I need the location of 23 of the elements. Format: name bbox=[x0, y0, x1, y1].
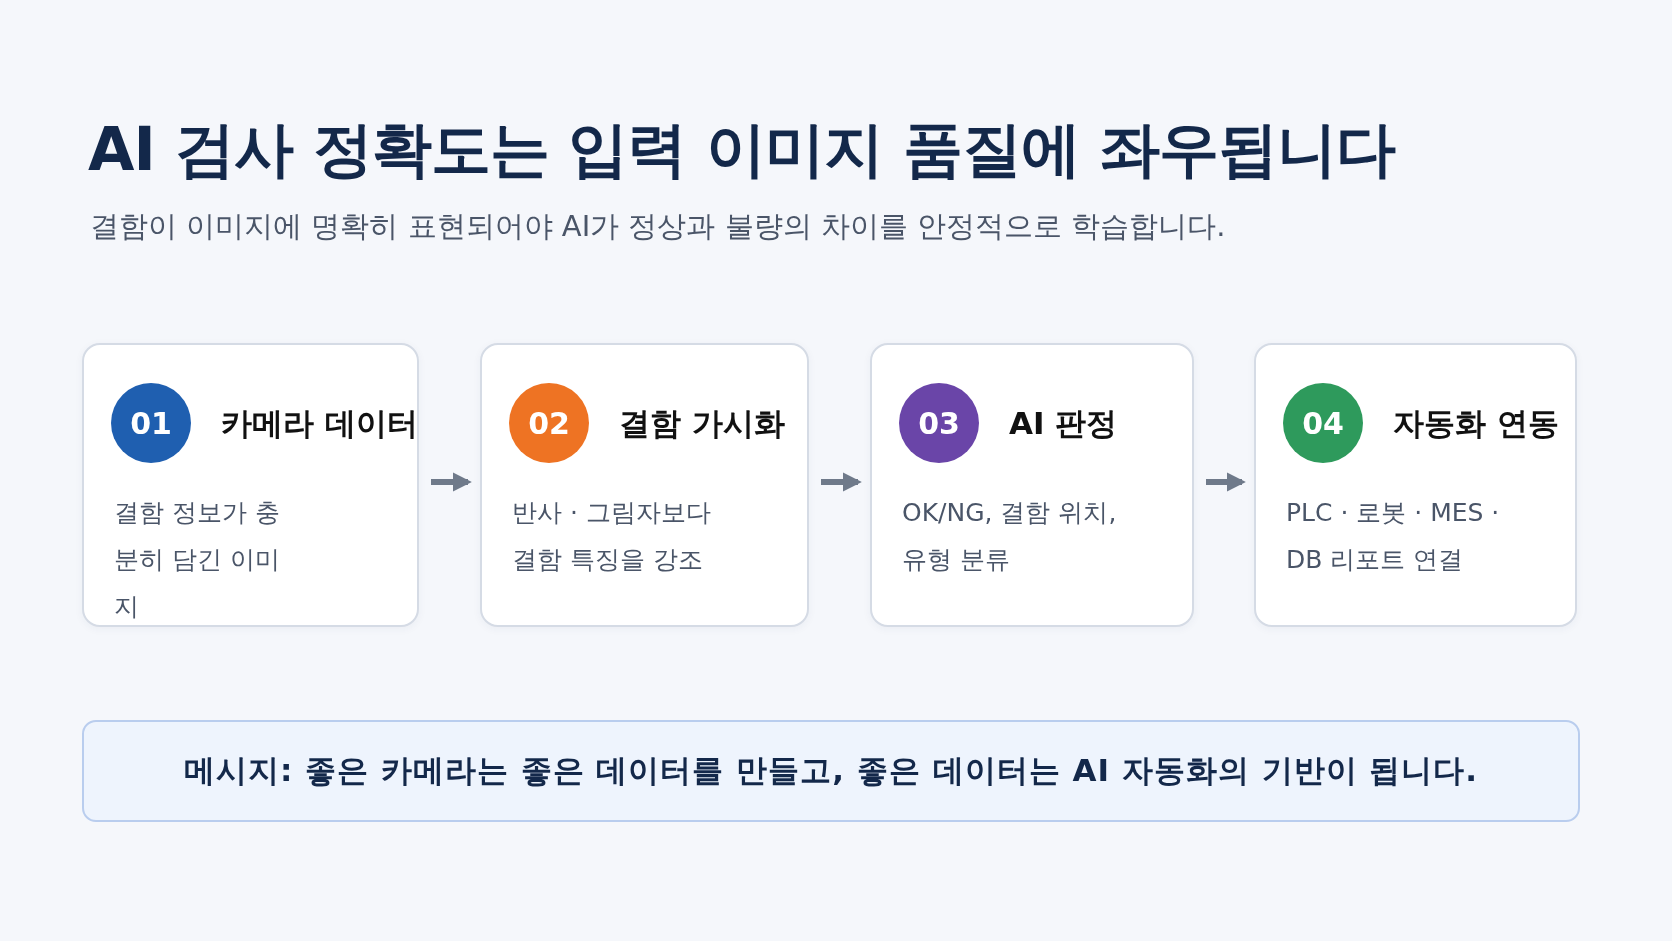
arrow bbox=[1206, 472, 1246, 492]
step-title: 결함 가시화 bbox=[619, 404, 785, 443]
message-text: 메시지: 좋은 카메라는 좋은 데이터를 만들고, 좋은 데이터는 AI 자동화의 기반이 됩니다. bbox=[183, 751, 1479, 790]
message-banner bbox=[82, 720, 1580, 822]
step-title: AI 판정 bbox=[1009, 404, 1118, 443]
step-card bbox=[870, 343, 1194, 627]
arrow bbox=[821, 472, 862, 492]
step-description: OK/NG, 결함 위치, 유형 분류 bbox=[902, 497, 1118, 576]
step-number-circle: 04 bbox=[1283, 383, 1363, 463]
step-card bbox=[1254, 343, 1577, 627]
step-number-circle: 03 bbox=[899, 383, 979, 463]
subtitle: 결함이 이미지에 명확히 표현되어야 AI가 정상과 불량의 차이를 안정적으로 학습합니다. bbox=[90, 208, 1226, 245]
step-description: 반사 · 그림자보다 결함 특징을 강조 bbox=[512, 497, 712, 576]
step-title: 자동화 연동 bbox=[1393, 404, 1559, 443]
step-number-circle: 02 bbox=[509, 383, 589, 463]
step-number-circle: 01 bbox=[111, 383, 191, 463]
step-description: 결함 정보가 충분히 담긴 이미지 bbox=[114, 497, 281, 623]
step-card bbox=[480, 343, 809, 627]
title: AI 검사 정확도는 입력 이미지 품질에 좌우됩니다 bbox=[88, 113, 1396, 186]
step-card bbox=[82, 343, 419, 627]
arrow bbox=[431, 472, 472, 492]
step-title: 카메라 데이터 bbox=[221, 404, 418, 443]
step-description: PLC · 로봇 · MES · DB 리포트 연결 bbox=[1286, 497, 1501, 576]
